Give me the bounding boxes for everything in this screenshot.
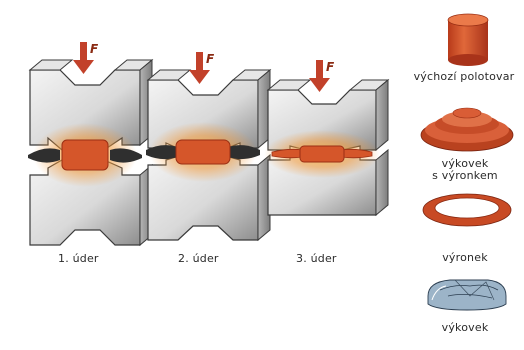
flash-ring — [423, 194, 511, 226]
stroke-label-1: 1. úder — [58, 252, 99, 265]
billet-cylinder — [448, 14, 488, 66]
flash-right-1 — [110, 148, 142, 162]
part-label-forging-flash-line2: s výronkem — [432, 169, 498, 182]
force-label-2: F — [206, 52, 214, 66]
die-set-1 — [28, 42, 152, 245]
workpiece-1 — [62, 140, 108, 170]
part-label-forging-flash: výkovek s výronkem — [410, 158, 520, 182]
workpiece-3 — [300, 146, 344, 162]
flash-left-1 — [28, 148, 60, 162]
part-label-flash-text: výronek — [442, 251, 488, 264]
part-label-billet-text: výchozí polotovar — [414, 70, 515, 83]
part-label-forging-text: výkovek — [442, 321, 489, 334]
part-label-billet: výchozí polotovar — [404, 71, 524, 83]
stroke-label-3: 3. úder — [296, 252, 337, 265]
workpiece-2 — [176, 140, 230, 164]
die-set-3 — [264, 60, 388, 215]
force-label-3: F — [326, 60, 334, 74]
force-label-1: F — [90, 42, 98, 56]
forging-section — [428, 280, 506, 310]
part-label-forging: výkovek — [410, 322, 520, 334]
forging-with-flash — [421, 108, 513, 151]
stroke-label-2: 2. úder — [178, 252, 219, 265]
part-label-flash: výronek — [410, 252, 520, 264]
die-set-2 — [146, 52, 270, 240]
